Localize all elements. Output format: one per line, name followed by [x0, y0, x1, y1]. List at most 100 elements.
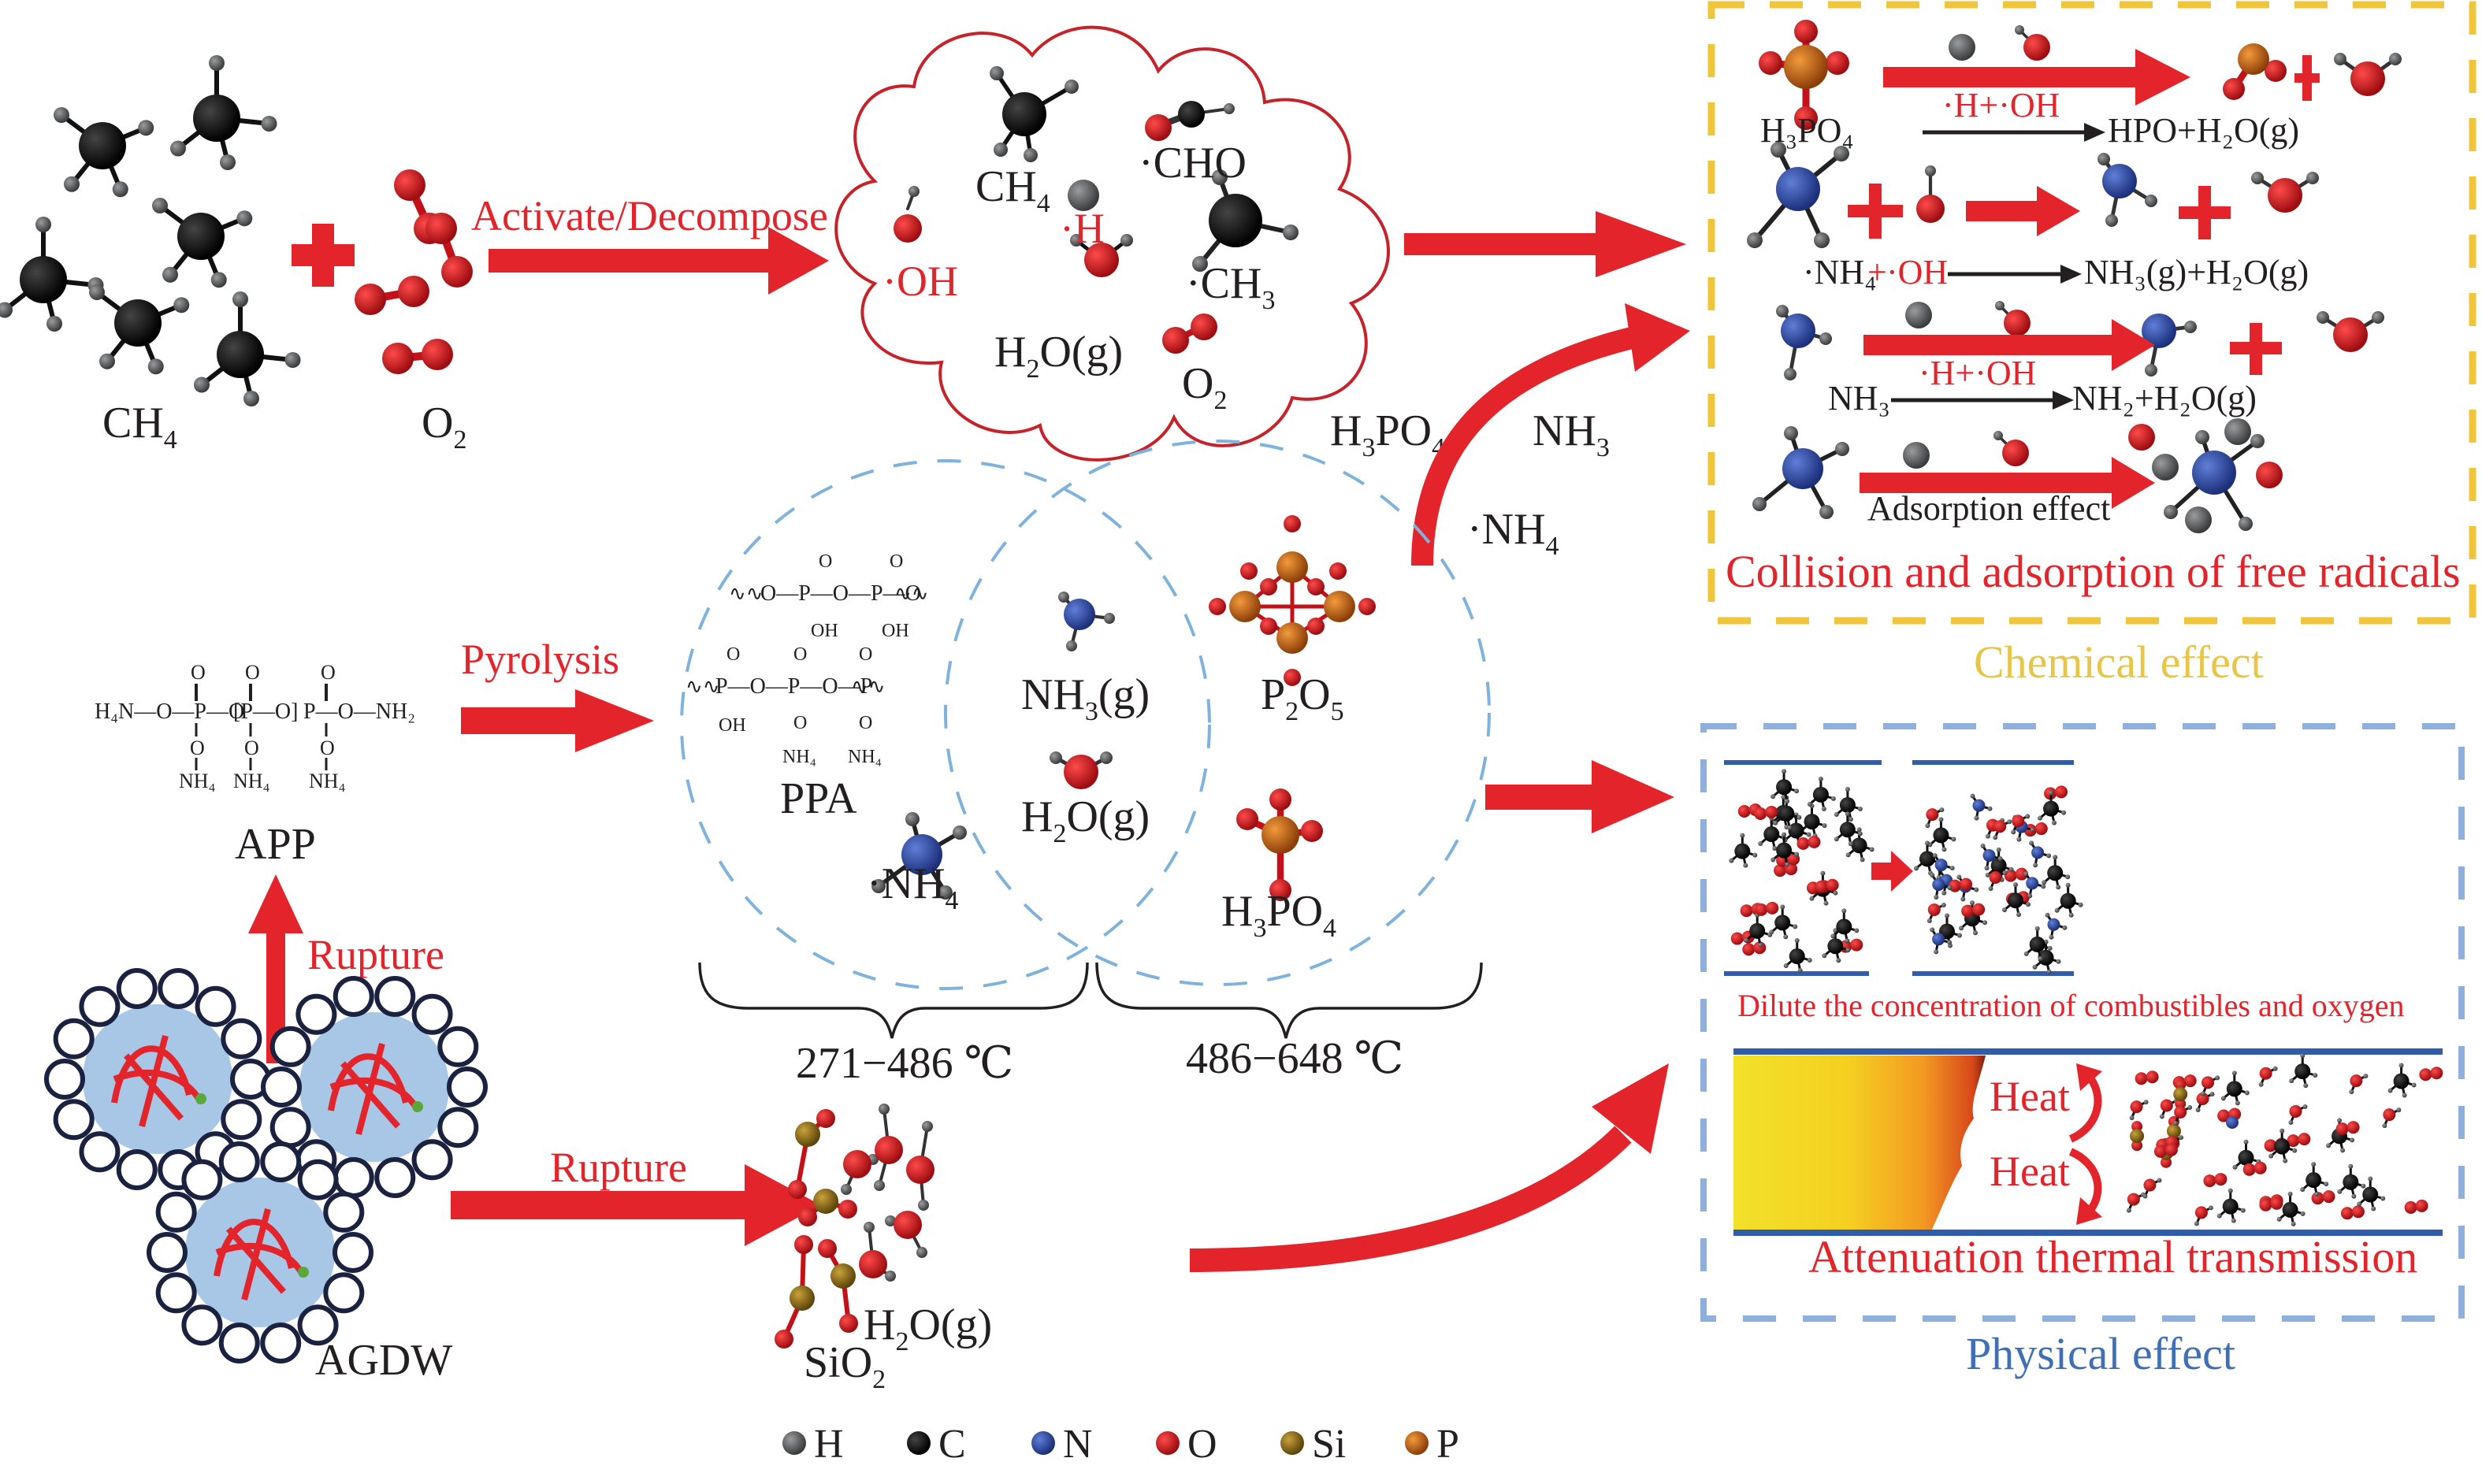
atom-h	[1822, 823, 1827, 829]
h2o-molecule	[2258, 1066, 2278, 1087]
atom-h	[2324, 1182, 2329, 1187]
atom-c	[1788, 822, 1804, 839]
atom-h	[1857, 831, 1863, 837]
atom-h	[2292, 1148, 2298, 1153]
atom-h	[2311, 1162, 2317, 1167]
agdw-particle	[147, 1141, 373, 1364]
ppa-nh4: NH₄	[782, 747, 816, 767]
atom-h	[1758, 841, 1763, 847]
ch4-molecule	[2038, 790, 2067, 825]
nh3-molecule	[1970, 793, 1993, 821]
atom-h	[1941, 890, 1947, 896]
atom-h	[1949, 34, 1975, 61]
atom-o	[2194, 1206, 2208, 1219]
atom-o	[2351, 1205, 2365, 1219]
ch4-molecule	[2216, 1188, 2246, 1223]
h2o-molecule	[906, 1121, 934, 1211]
app-formula-right: P—O—NH₂	[303, 699, 415, 724]
atom-h	[2402, 1093, 2407, 1098]
atom-h	[1956, 933, 1962, 938]
atom-si	[795, 1122, 820, 1147]
atom-h	[2145, 364, 2157, 377]
app-side-o: O	[190, 736, 205, 759]
sio2-molecule	[798, 1189, 857, 1226]
atom-h	[2380, 1196, 2386, 1201]
h2o-molecule	[841, 1150, 879, 1195]
atom-o	[794, 1235, 813, 1254]
atom-c	[114, 299, 162, 347]
shell-bead	[333, 975, 374, 1017]
polymer-network	[111, 1034, 204, 1128]
atom-h	[1984, 866, 1990, 871]
atom-c	[1839, 797, 1856, 814]
atom-c	[2282, 1201, 2298, 1218]
h2o-molecule	[2011, 814, 2031, 835]
atom-o	[2127, 1193, 2140, 1206]
atom-h	[1794, 938, 1800, 944]
atom-h	[938, 885, 953, 900]
atom-h	[2372, 311, 2384, 324]
cloud-h2o-molecule	[1070, 234, 1133, 277]
atom-h	[2337, 1189, 2343, 1194]
atom-h	[2038, 955, 2043, 961]
atom-c	[1851, 837, 1867, 854]
nh3-molecule	[2045, 912, 2068, 940]
atom-h	[2300, 1211, 2306, 1216]
atom-h	[1782, 769, 1787, 774]
atom-h	[1780, 904, 1785, 910]
app-side-o: O	[320, 736, 335, 759]
activate-arrow	[489, 227, 829, 295]
atom-h	[2173, 1120, 2179, 1126]
atom-o	[1927, 903, 1941, 916]
app-double-o: O	[321, 661, 336, 684]
atom-o	[894, 214, 922, 243]
dopant-dot	[412, 1101, 423, 1112]
atom-o	[1162, 327, 1189, 354]
atom-h	[2251, 172, 2264, 184]
atom-h	[2334, 53, 2346, 65]
sio2-to-physical-curved-arrow	[1189, 1063, 1669, 1272]
atom-h	[2030, 827, 2035, 833]
low-temp-brace	[698, 962, 1089, 1039]
atom-h	[2061, 810, 2067, 815]
h2o-molecule	[874, 1104, 903, 1191]
atom-si-icon	[1280, 1431, 1304, 1455]
atom-h	[1066, 640, 1077, 651]
atom-h	[194, 377, 210, 393]
atom-h	[2065, 882, 2071, 888]
atom-o	[1742, 943, 1756, 956]
reaction-3-left: NH₃	[1828, 379, 1890, 417]
atom-h	[1740, 833, 1745, 838]
atom-h	[1974, 815, 1979, 821]
atom-h	[1818, 776, 1823, 781]
atom-o	[2146, 1070, 2159, 1084]
atom-h	[2062, 925, 2068, 930]
atom-o	[2160, 1099, 2173, 1112]
atom-h	[1932, 853, 1938, 859]
reaction-3-black-arrow	[1891, 391, 2074, 410]
atom-h	[261, 116, 277, 132]
venn-to-physical-arrow	[1485, 760, 1674, 833]
atom-o	[2161, 1156, 2172, 1168]
o2-molecule	[355, 276, 429, 315]
o2-molecule	[1961, 903, 1986, 918]
atom-o	[2164, 1143, 2178, 1156]
atom-n	[1064, 599, 1095, 630]
atom-h	[1841, 908, 1847, 914]
shell-bead	[260, 1141, 302, 1182]
o2-molecule	[1742, 941, 1767, 956]
o2-label: O2	[422, 399, 466, 454]
o2-molecule	[2004, 867, 2028, 882]
attenuation-caption: Attenuation thermal transmission	[1808, 1231, 2417, 1282]
rupture-right-arrow	[451, 1164, 821, 1246]
atom-h	[2287, 1191, 2293, 1196]
ch4-molecule	[2289, 1053, 2318, 1089]
atom-o	[2015, 867, 2028, 881]
atom-o	[2259, 1198, 2272, 1211]
atom-h	[1930, 872, 1935, 877]
atom-h	[89, 284, 105, 300]
shell-bead	[437, 1026, 479, 1067]
atom-h	[2280, 1128, 2285, 1133]
atom-h	[2239, 517, 2253, 531]
atom-o	[839, 1314, 858, 1333]
